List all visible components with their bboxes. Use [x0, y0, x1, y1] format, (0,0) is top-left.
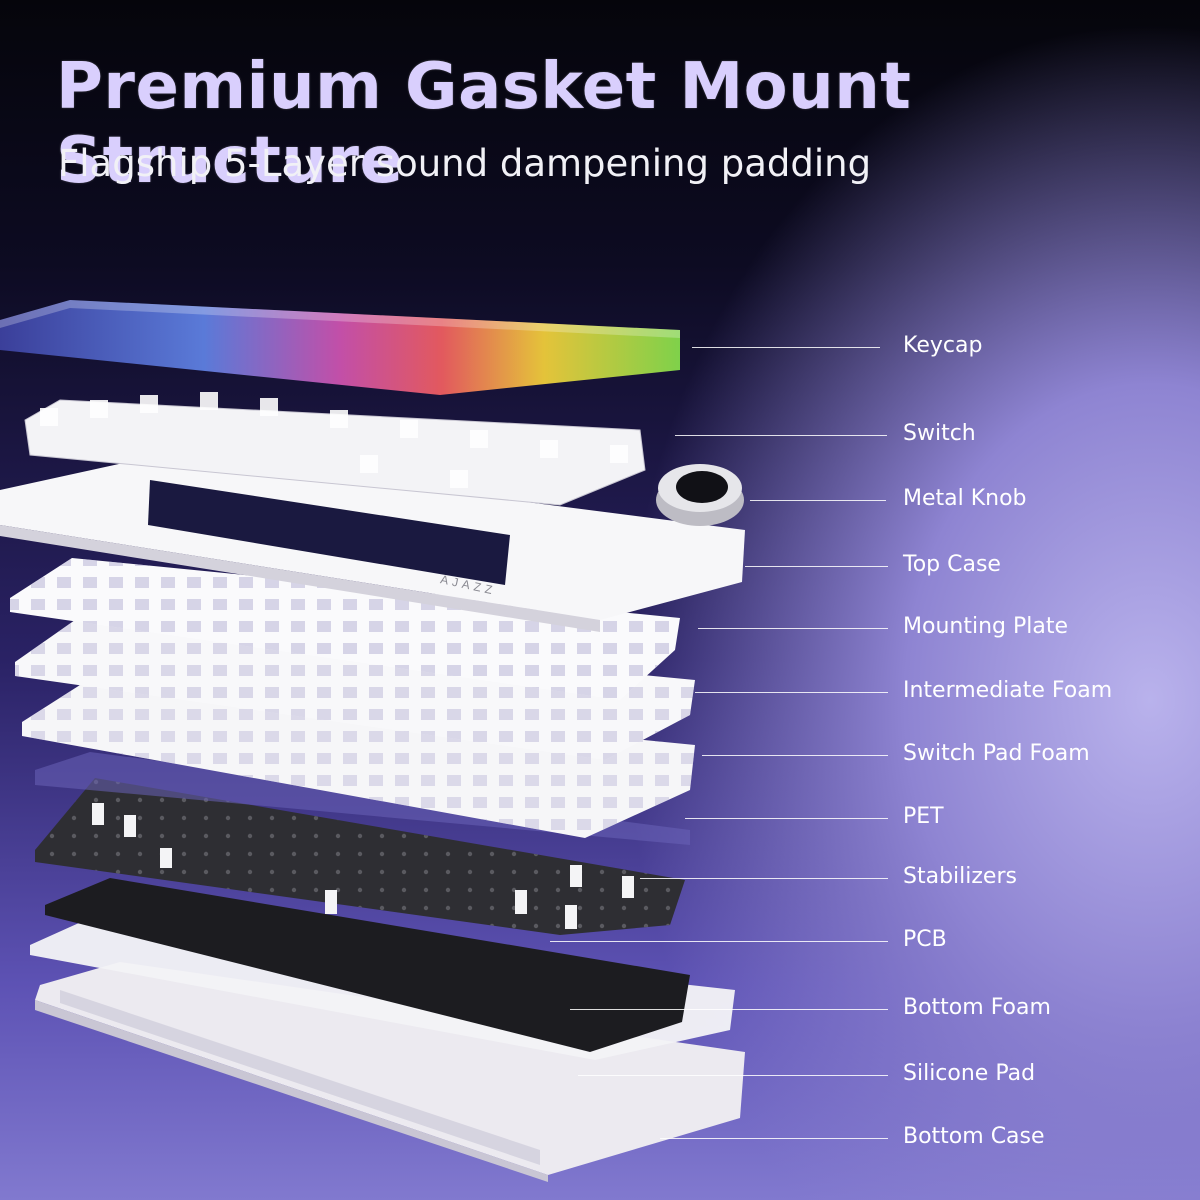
callout-line	[702, 755, 888, 756]
bottom-foam-shape	[45, 878, 690, 1052]
mounting-plate-shape	[10, 558, 680, 700]
page-subtitle: Flagship 5-Layer sound dampening padding	[58, 142, 872, 185]
callout-line	[640, 878, 888, 879]
callout-label-silicone-pad: Silicone Pad	[903, 1061, 1036, 1086]
callout-label-bottom-foam: Bottom Foam	[903, 995, 1051, 1020]
callout-label-pcb: PCB	[903, 927, 947, 952]
page-title: Premium Gasket Mount Structure	[56, 50, 912, 198]
callout-line	[745, 566, 888, 567]
intermediate-foam-shape	[15, 620, 695, 760]
callout-label-switch: Switch	[903, 421, 976, 446]
callout-label-switch-pad-foam: Switch Pad Foam	[903, 741, 1090, 766]
callout-line	[692, 347, 880, 348]
callout-line	[698, 628, 888, 629]
callout-line	[578, 1075, 888, 1076]
stabilizer-shapes	[92, 803, 634, 929]
switch-shapes	[24, 399, 646, 506]
callout-label-stabilizers: Stabilizers	[903, 864, 1017, 889]
callout-line	[660, 1138, 888, 1139]
callout-line	[685, 818, 888, 819]
callout-line	[570, 1009, 888, 1010]
callout-line	[695, 692, 888, 693]
top-case-shape	[0, 455, 745, 632]
callout-label-keycap: Keycap	[903, 333, 983, 358]
metal-knob-shape	[656, 464, 744, 526]
switch-pad-foam-shape	[22, 685, 695, 838]
bottom-case-shape	[35, 962, 745, 1182]
callout-label-top-case: Top Case	[903, 552, 1001, 577]
callout-label-pet: PET	[903, 804, 944, 829]
callout-line	[750, 500, 886, 501]
callout-label-metal-knob: Metal Knob	[903, 486, 1027, 511]
callout-label-intermediate-foam: Intermediate Foam	[903, 678, 1113, 703]
callout-label-bottom-case: Bottom Case	[903, 1124, 1045, 1149]
callout-label-mounting-plate: Mounting Plate	[903, 614, 1068, 639]
keycap-shapes	[0, 300, 680, 395]
callout-line	[675, 435, 887, 436]
callout-line	[550, 941, 888, 942]
